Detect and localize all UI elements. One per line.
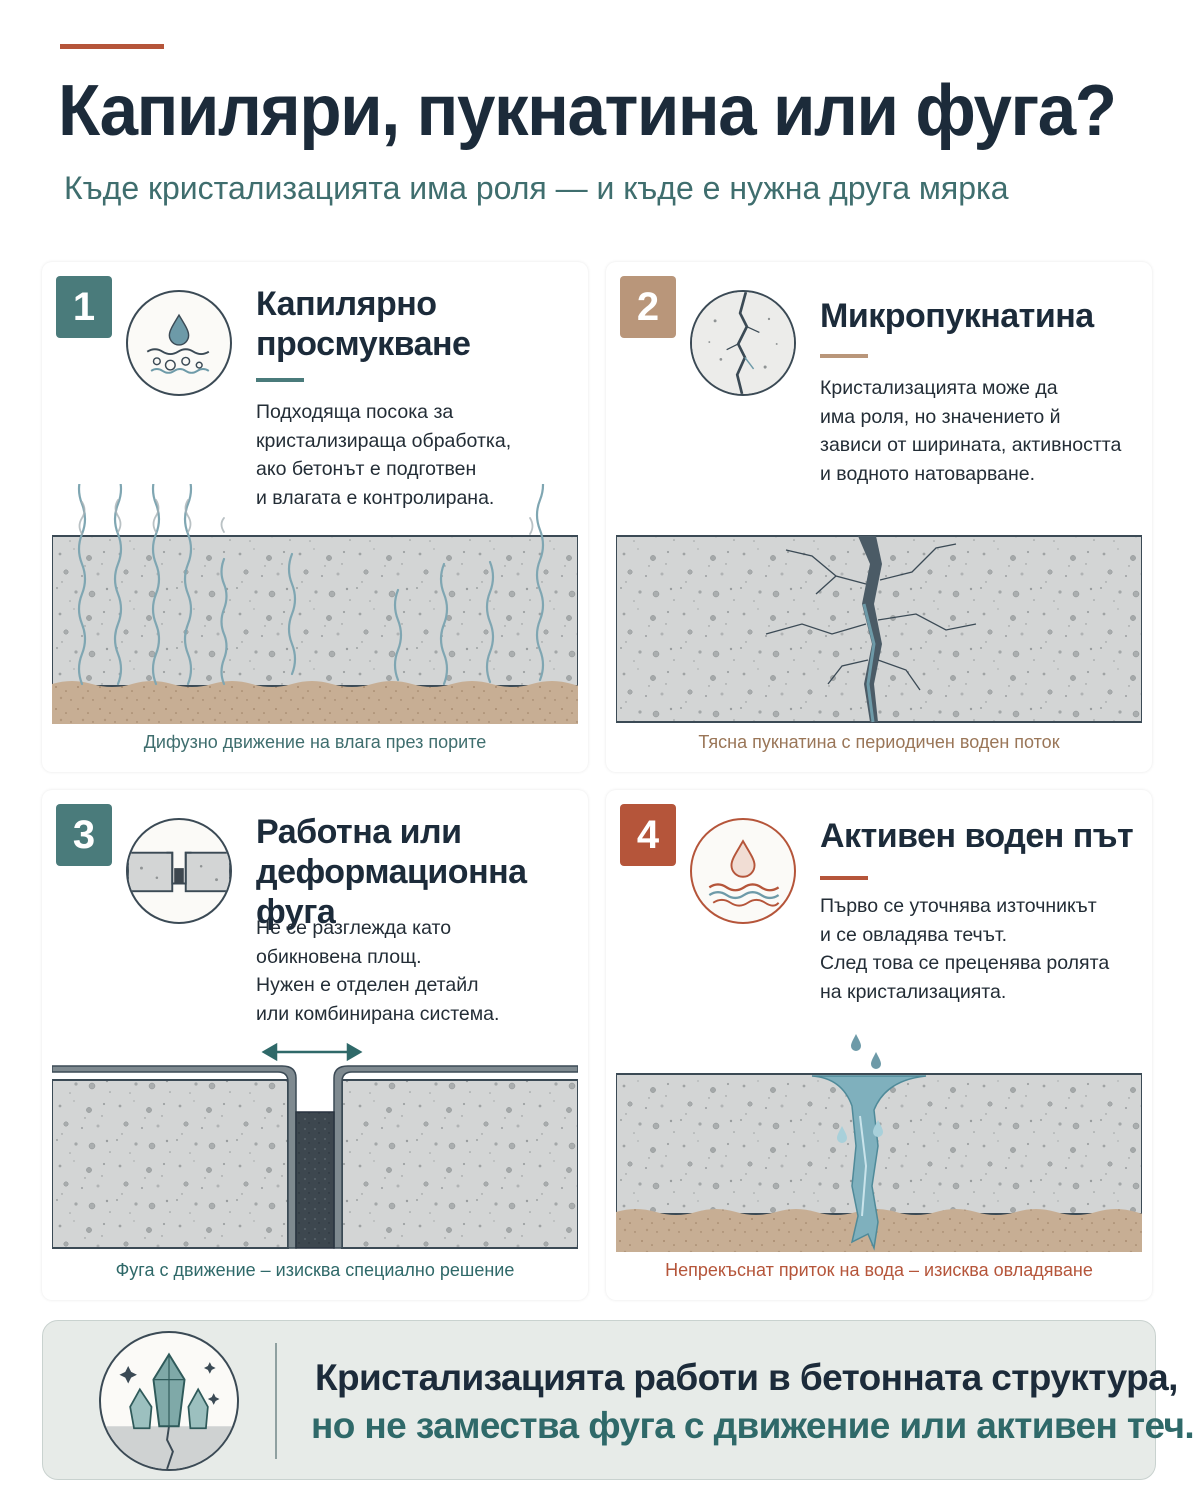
- card-description: Кристализацията може да има роля, но зна…: [820, 377, 1122, 485]
- card-active-leak: 4 Активен воден път Първо се уточнява из…: [606, 790, 1152, 1300]
- summary-divider: [275, 1343, 277, 1459]
- joint-icon: [126, 818, 232, 924]
- crystal-icon: [99, 1331, 239, 1471]
- card-title-rule: [820, 876, 868, 880]
- card-description: Не се разглежда като обикновена площ. Ну…: [256, 917, 500, 1025]
- card-joint: 3 Работна или деформационна фуга Не се р…: [42, 790, 588, 1300]
- crack-icon: [690, 290, 796, 396]
- card-caption: Тясна пукнатина с периодичен воден поток: [698, 732, 1060, 752]
- card-caption: Дифузно движение на влага през порите: [143, 732, 487, 752]
- card-title-rule: [820, 354, 868, 358]
- summary-line-1: Кристализацията работи в бетонната струк…: [315, 1357, 1178, 1398]
- page-subtitle: Къде кристализацията има роля — и къде е…: [64, 170, 1009, 206]
- summary-banner: Кристализацията работи в бетонната струк…: [42, 1320, 1195, 1480]
- water-drop-pores-icon: [126, 290, 232, 396]
- card-title: Капилярно просмукване: [256, 285, 471, 363]
- card-number-badge: 2: [620, 276, 676, 338]
- summary-line-2: но не замества фуга с движение или актив…: [311, 1405, 1195, 1446]
- active-leak-illustration: [616, 1016, 1142, 1252]
- card-caption: Фуга с движение – изисква специално реше…: [115, 1260, 515, 1280]
- card-title: Работна или деформационна фуга: [256, 813, 527, 931]
- card-number-badge: 1: [56, 276, 112, 338]
- card-caption: Непрекъснат приток на вода – изисква овл…: [665, 1260, 1093, 1280]
- page-title: Капиляри, пукнатина или фуга?: [58, 71, 1117, 151]
- card-number-badge: 4: [620, 804, 676, 866]
- card-description: Подходяща посока за кристализираща обраб…: [256, 401, 512, 509]
- card-number-badge: 3: [56, 804, 112, 866]
- card-title: Микропукнатина: [820, 297, 1094, 335]
- joint-illustration: [52, 1036, 578, 1252]
- card-description: Първо се уточнява източникът и се овладя…: [820, 895, 1110, 1003]
- card-title: Активен воден път: [820, 817, 1134, 855]
- card-microcrack: 2 Микропукнатина Кристализацията може да…: [606, 262, 1152, 772]
- water-drop-waves-icon: [690, 818, 796, 924]
- capillary-illustration: [52, 484, 578, 724]
- card-capillary: 1 Капилярно просмукване Подходяща посока…: [42, 262, 588, 772]
- card-title-rule: [256, 378, 304, 382]
- microcrack-illustration: [616, 484, 1142, 724]
- header-accent-rule: [60, 44, 164, 49]
